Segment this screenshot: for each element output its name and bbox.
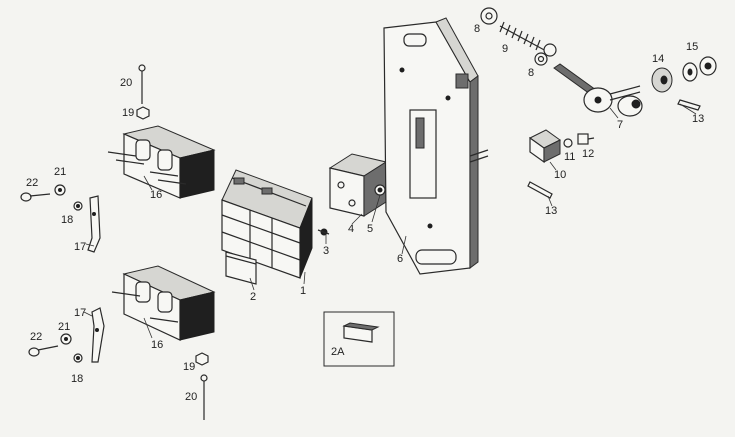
part-1-terminal-block [221, 169, 313, 279]
label-5: 5 [367, 223, 373, 235]
part-8-washer-lower [534, 52, 548, 66]
label-3: 3 [323, 245, 329, 257]
part-16-lower-block [122, 265, 216, 341]
part-12-screw [577, 133, 595, 145]
label-4: 4 [348, 223, 354, 235]
label-16-upper: 16 [150, 189, 162, 201]
label-17-lower: 17 [74, 307, 86, 319]
label-17-upper: 17 [74, 241, 86, 253]
part-13-pin-top [677, 99, 701, 111]
part-9-spring [499, 21, 557, 57]
label-14: 14 [652, 53, 664, 65]
part-19-nut-lower [195, 352, 209, 366]
label-21-upper: 21 [54, 166, 66, 178]
label-18-upper: 18 [61, 214, 73, 226]
part-22-screw-lower [28, 345, 59, 357]
label-22-upper: 22 [26, 177, 38, 189]
label-20-upper: 20 [120, 77, 132, 89]
part-5-nut [374, 184, 386, 196]
label-13-top: 13 [692, 113, 704, 125]
part-16-upper-block [122, 125, 216, 199]
label-8-top: 8 [474, 23, 480, 35]
part-17-clip-lower [91, 307, 105, 363]
label-11: 11 [564, 151, 575, 163]
label-12: 12 [582, 148, 594, 160]
part-7-lever [553, 63, 643, 117]
part-15-washers [682, 56, 717, 82]
part-13-pin-bottom [527, 181, 553, 199]
part-11-washer [563, 138, 573, 148]
part-labels: 1 2 2A 3 4 5 6 7 8 8 9 10 11 12 13 13 14… [26, 23, 704, 403]
part-21-washer-upper [54, 184, 66, 196]
part-6-frame [383, 17, 489, 275]
part-10-block [529, 129, 561, 164]
label-22-lower: 22 [30, 331, 42, 343]
label-8-lower: 8 [528, 67, 534, 79]
label-18-lower: 18 [71, 373, 83, 385]
part-20-bolt-lower [200, 374, 208, 420]
label-1: 1 [300, 285, 306, 297]
label-2: 2 [250, 291, 256, 303]
label-9: 9 [502, 43, 508, 55]
label-15: 15 [686, 41, 698, 53]
label-16-lower: 16 [151, 339, 163, 351]
label-13-bottom: 13 [545, 205, 557, 217]
label-2a: 2A [331, 346, 345, 358]
label-19-lower: 19 [183, 361, 195, 373]
inset-2a-box [323, 311, 395, 367]
part-21-washer-lower [60, 333, 72, 345]
label-21-lower: 21 [58, 321, 70, 333]
leader-lines [83, 103, 697, 339]
part-17-clip-upper [87, 195, 101, 253]
upper-side-bolts [107, 151, 187, 185]
part-8-washer-top [480, 7, 498, 25]
label-20-lower: 20 [185, 391, 197, 403]
part-18-nut-upper [73, 201, 83, 211]
label-19-upper: 19 [122, 107, 134, 119]
label-6: 6 [397, 253, 403, 265]
part-2-plate [225, 251, 257, 285]
label-7: 7 [617, 119, 623, 131]
label-10: 10 [554, 169, 566, 181]
part-3-screw [317, 228, 330, 236]
part-22-screw-upper [20, 192, 51, 202]
part-18-nut-lower [73, 353, 83, 363]
part-20-bolt-upper [138, 64, 146, 104]
lower-side-bolts [111, 291, 179, 323]
part-14-roller [651, 67, 673, 93]
part-19-nut-upper [136, 106, 150, 120]
